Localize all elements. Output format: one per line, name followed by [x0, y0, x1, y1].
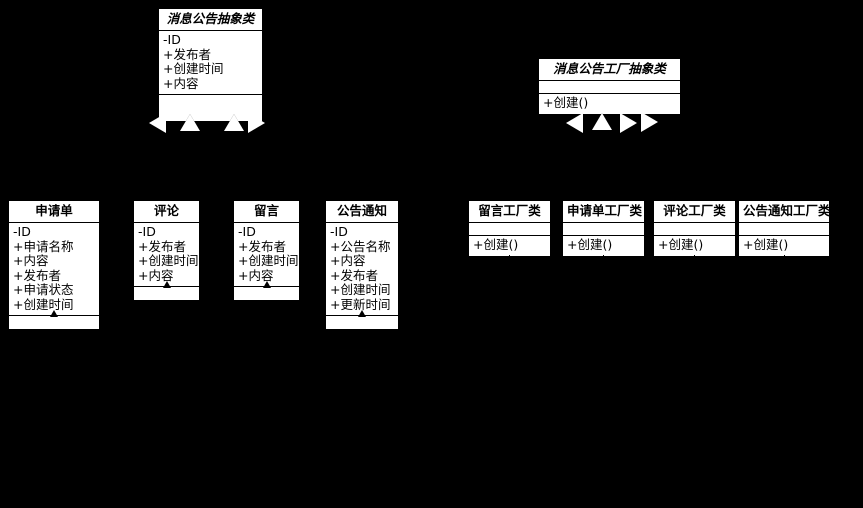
- attribute-row: +内容: [138, 267, 174, 283]
- attribute-row: -ID: [238, 224, 256, 239]
- attribute-row: -ID: [138, 224, 156, 239]
- attributes-compartment: -ID +发布者 +创建时间 +内容: [159, 31, 262, 95]
- class-title: 申请单: [9, 201, 99, 223]
- class-title: 消息公告工厂抽象类: [539, 59, 680, 81]
- attribute-row: +内容: [238, 267, 274, 283]
- generalization-arrowhead: [248, 113, 265, 133]
- operation-row: +创建(): [543, 95, 589, 110]
- operations-compartment: [159, 95, 262, 121]
- class-box-announcement[interactable]: 公告通知 -ID +公告名称 +内容 +发布者 +创建时间 +更新时间: [325, 200, 403, 334]
- generalization-arrowhead: [592, 113, 612, 130]
- generalization-arrowhead: [224, 114, 244, 131]
- class-box-factory-abstract[interactable]: 消息公告工厂抽象类 +创建(): [538, 58, 685, 118]
- attribute-row: +发布者: [330, 267, 378, 283]
- class-title: 公告通知工厂类: [739, 201, 831, 223]
- inheritance-connector-stub: [509, 255, 510, 263]
- generalization-arrowhead: [620, 113, 637, 133]
- class-box-comment-factory[interactable]: 评论工厂类 +创建(): [653, 200, 740, 260]
- attributes-compartment: [739, 223, 829, 236]
- attribute-row: -ID: [330, 224, 348, 239]
- operations-compartment: +创建(): [739, 236, 829, 256]
- attributes-compartment: -ID +发布者 +创建时间 +内容: [134, 223, 199, 287]
- attribute-row: +创建时间: [138, 253, 199, 268]
- class-title: 评论工厂类: [654, 201, 735, 223]
- attribute-row: +内容: [330, 253, 366, 268]
- operations-compartment: [9, 316, 99, 329]
- inheritance-connector-stub: [50, 310, 58, 317]
- class-title: 评论: [134, 201, 199, 223]
- class-title: 消息公告抽象类: [159, 9, 262, 31]
- operation-row: +创建(): [567, 237, 613, 252]
- operations-compartment: [134, 287, 199, 300]
- attribute-row: +发布者: [138, 238, 186, 254]
- attribute-row: +更新时间: [330, 296, 391, 312]
- operations-compartment: +创建(): [563, 236, 644, 256]
- class-title: 公告通知: [326, 201, 398, 223]
- attributes-compartment: -ID +公告名称 +内容 +发布者 +创建时间 +更新时间: [326, 223, 398, 316]
- attribute-row: +创建时间: [163, 61, 224, 76]
- attribute-row: +创建时间: [238, 253, 299, 268]
- generalization-arrowhead: [641, 112, 658, 132]
- inheritance-connector-stub: [163, 281, 171, 288]
- attributes-compartment: -ID +发布者 +创建时间 +内容: [234, 223, 299, 287]
- attribute-row: -ID: [13, 224, 31, 239]
- attributes-compartment: [539, 81, 680, 94]
- attributes-compartment: [654, 223, 735, 236]
- class-title: 留言: [234, 201, 299, 223]
- inheritance-connector-stub: [603, 255, 604, 263]
- class-box-application-form[interactable]: 申请单 -ID +申请名称 +内容 +发布者 +申请状态 +创建时间: [8, 200, 104, 334]
- attributes-compartment: -ID +申请名称 +内容 +发布者 +申请状态 +创建时间: [9, 223, 99, 316]
- operations-compartment: +创建(): [654, 236, 735, 256]
- attribute-row: +发布者: [13, 267, 61, 283]
- attribute-row: +发布者: [238, 238, 286, 254]
- attribute-row: +内容: [163, 75, 199, 91]
- attributes-compartment: [563, 223, 644, 236]
- generalization-arrowhead: [566, 113, 583, 133]
- class-title: 留言工厂类: [469, 201, 550, 223]
- attribute-row: +创建时间: [13, 296, 74, 312]
- operations-compartment: [326, 316, 398, 329]
- attribute-row: +申请名称: [13, 238, 74, 254]
- operation-row: +创建(): [658, 237, 704, 252]
- inheritance-connector-stub: [784, 255, 785, 263]
- inheritance-connector-stub: [263, 281, 271, 288]
- inheritance-connector-stub: [694, 255, 695, 263]
- generalization-arrowhead: [149, 113, 166, 133]
- attribute-row: +申请状态: [13, 282, 74, 297]
- generalization-arrowhead: [180, 114, 200, 131]
- class-title: 申请单工厂类: [563, 201, 644, 223]
- class-box-application-form-factory[interactable]: 申请单工厂类 +创建(): [562, 200, 649, 260]
- class-box-message-factory[interactable]: 留言工厂类 +创建(): [468, 200, 555, 260]
- attribute-row: +公告名称: [330, 238, 391, 254]
- attributes-compartment: [469, 223, 550, 236]
- attribute-row: -ID: [163, 32, 181, 47]
- inheritance-connector-stub: [358, 310, 366, 317]
- attribute-row: +创建时间: [330, 282, 391, 297]
- class-box-announcement-factory[interactable]: 公告通知工厂类 +创建(): [738, 200, 834, 260]
- operation-row: +创建(): [473, 237, 519, 252]
- operations-compartment: [234, 287, 299, 300]
- operations-compartment: +创建(): [469, 236, 550, 256]
- attribute-row: +内容: [13, 253, 49, 268]
- attribute-row: +发布者: [163, 46, 211, 62]
- operation-row: +创建(): [743, 237, 789, 252]
- class-box-product-abstract[interactable]: 消息公告抽象类 -ID +发布者 +创建时间 +内容: [158, 8, 267, 126]
- operations-compartment: +创建(): [539, 94, 680, 114]
